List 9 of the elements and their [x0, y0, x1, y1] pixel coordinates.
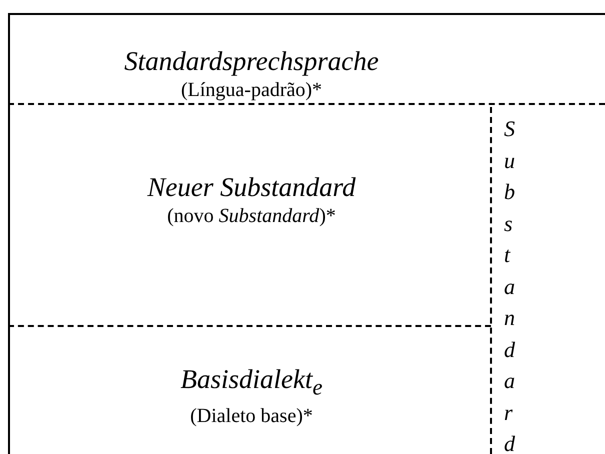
vertical-label: Substandard	[504, 115, 516, 454]
layer-title: Basisdialekt$_{e}$	[180, 363, 322, 402]
layer-translation: (Dialeto base)*	[190, 404, 313, 430]
layer-band	[8, 105, 491, 327]
layer-translation: (Língua-padrão)*	[180, 78, 322, 103]
layer-title: Standardsprechsprache	[124, 45, 379, 77]
layer-title: Neuer Substandard	[147, 171, 356, 203]
layer-translation: (novo Substandard)*	[167, 204, 336, 229]
layer-band	[8, 13, 605, 105]
